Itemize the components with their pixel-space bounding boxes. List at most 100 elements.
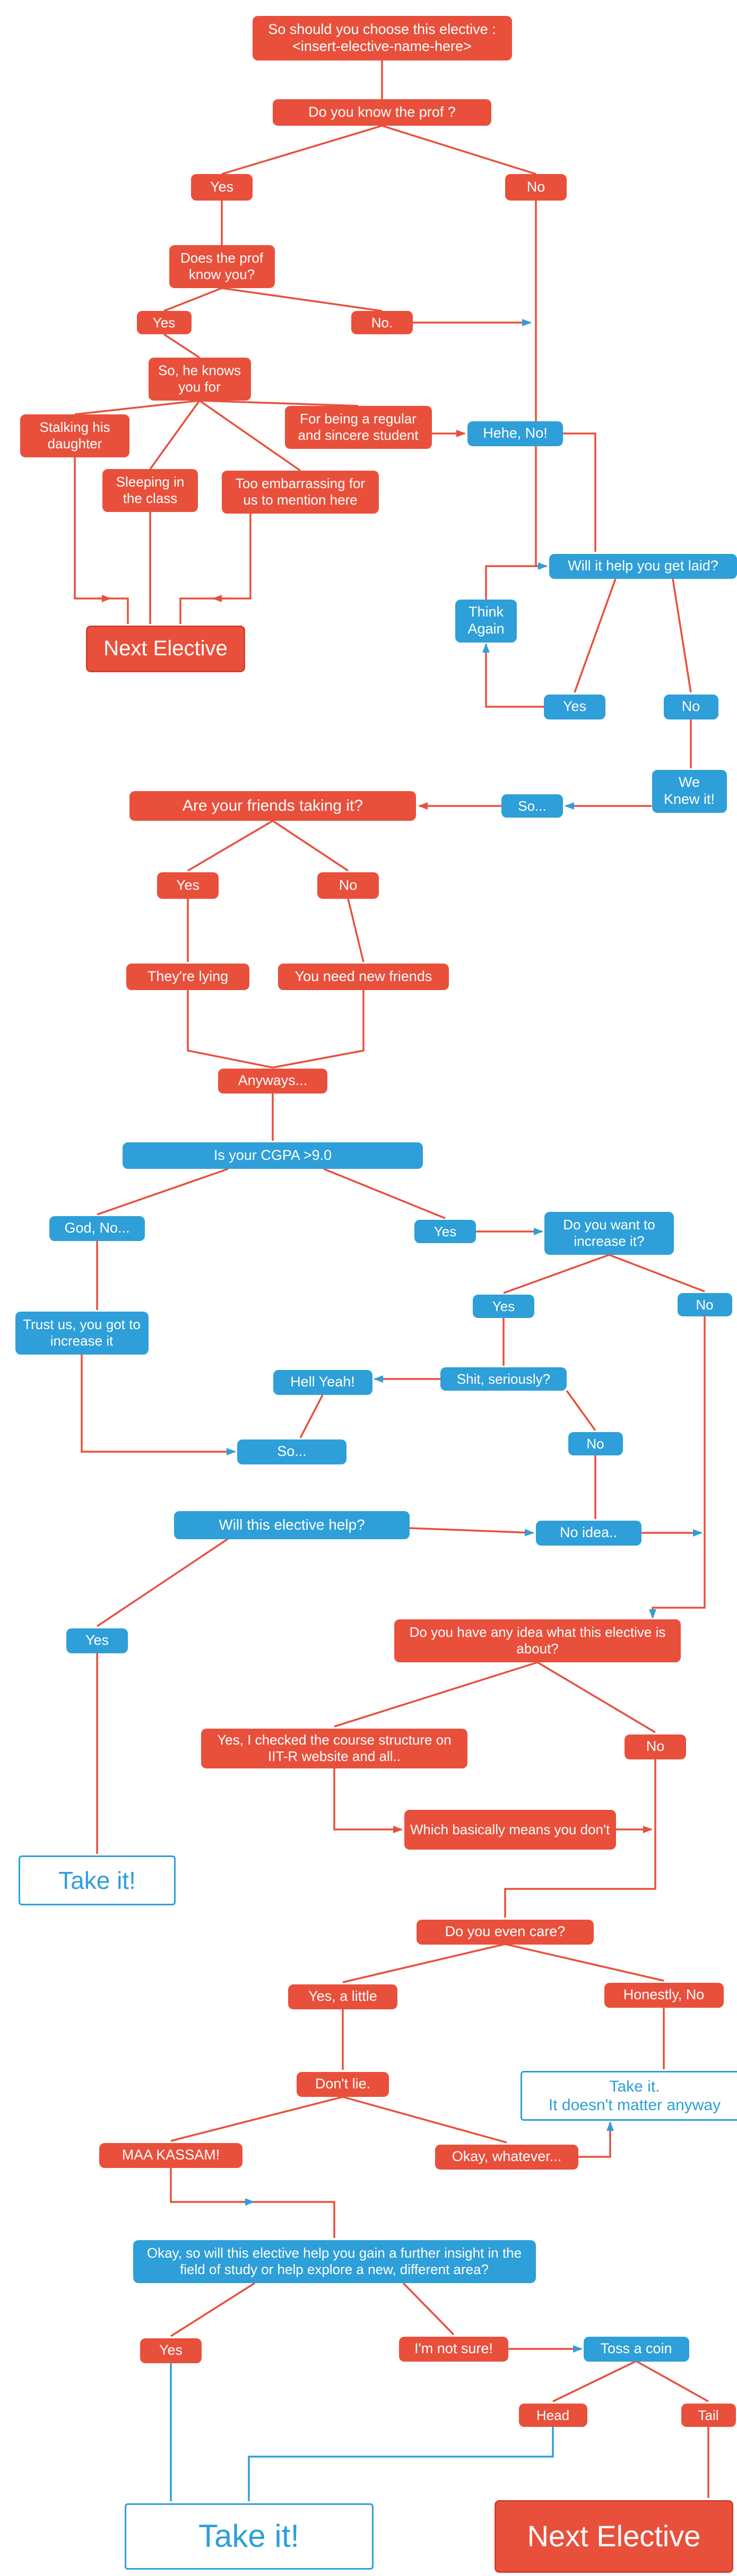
flow-edge (537, 1661, 656, 1733)
flow-edge (221, 125, 383, 175)
flow-edge (574, 578, 617, 693)
node-know-prof: Do you know the prof ? (273, 99, 491, 126)
flow-edge (552, 2360, 637, 2402)
flow-edge (272, 990, 365, 1069)
flow-edge (334, 1661, 538, 1728)
node-next-elective-1: Next Elective (86, 626, 245, 672)
node-yes-little: Yes, a little (288, 1984, 397, 2009)
flow-edge (563, 432, 596, 552)
node-yes-2: Yes (136, 311, 192, 334)
flow-edge (409, 1527, 534, 1537)
node-theyre-lying: They're lying (126, 964, 249, 990)
flow-edge (535, 201, 548, 570)
flow-edge (566, 1390, 596, 1432)
node-checked: Yes, I checked the course structure on I… (201, 1728, 467, 1768)
node-no-2: No. (351, 311, 413, 334)
flow-edge (149, 400, 201, 470)
flow-edge (187, 820, 273, 872)
flow-edge (347, 898, 365, 962)
node-dont-lie: Don't lie. (297, 2071, 389, 2097)
node-no-blue-2: No (677, 1293, 732, 1316)
flow-edge (199, 400, 301, 472)
flow-edge (299, 1394, 324, 1438)
node-no-1: No (505, 174, 567, 201)
node-embarrassing: Too embarrassing for us to mention here (222, 470, 379, 514)
node-yes-blue-2: Yes (414, 1220, 476, 1243)
flow-edge (333, 1768, 403, 1833)
node-yes-blue-3: Yes (473, 1295, 534, 1318)
flow-edge (74, 400, 200, 415)
node-okay-whatever: Okay, whatever... (435, 2144, 578, 2170)
flow-edge (81, 1355, 236, 1455)
flow-edge (323, 1168, 446, 1219)
flow-edge (97, 1168, 229, 1216)
node-next-elective-2: Next Elective (495, 2500, 733, 2573)
node-take-it-anyway: Take it. It doesn't matter anyway (520, 2071, 737, 2121)
node-increase-it: Do you want to increase it? (544, 1211, 674, 1255)
node-so-2: So... (237, 1439, 346, 1464)
node-no-blue-3: No (568, 1432, 623, 1455)
node-take-it-big: Take it! (124, 2503, 374, 2570)
flow-edge (163, 333, 200, 359)
flow-edge (97, 1538, 229, 1627)
flow-edge (636, 2360, 709, 2402)
flow-edge (179, 513, 252, 624)
flow-edge (504, 1759, 656, 1918)
node-not-sure: I'm not sure! (399, 2336, 508, 2362)
node-hehe-no: Hehe, No! (467, 421, 563, 446)
node-yes-blue-1: Yes (544, 694, 605, 719)
flow-edge (199, 400, 359, 407)
flow-edge (381, 125, 536, 175)
node-no-red-2: No (317, 872, 379, 899)
node-basically: Which basically means you don't (404, 1809, 616, 1850)
node-so-1: So... (501, 794, 563, 818)
node-yes-red-4: Yes (140, 2338, 202, 2363)
node-any-idea: Do you have any idea what this elective … (394, 1619, 681, 1662)
flow-edge (482, 643, 544, 708)
flow-edge (170, 2096, 343, 2142)
node-hell-yeah: Hell Yeah! (273, 1369, 372, 1395)
node-trust-us: Trust us, you got to increase it (15, 1311, 149, 1355)
node-big-question: Okay, so will this elective help you gai… (133, 2240, 536, 2283)
node-new-friends: You need new friends (278, 964, 449, 990)
node-yes-red-2: Yes (157, 872, 219, 899)
flow-edge (672, 578, 692, 693)
node-think-again: Think Again (455, 599, 517, 643)
flow-edge (609, 1254, 705, 1293)
node-maa-kassam: MAA KASSAM! (99, 2143, 242, 2168)
flow-edge (649, 1316, 706, 1619)
node-no-red-3: No (625, 1734, 686, 1759)
node-take-it-small: Take it! (19, 1855, 176, 1905)
node-regular: For being a regular and sincere student (284, 405, 432, 449)
flow-edge (342, 2096, 507, 2144)
node-toss-coin: Toss a coin (583, 2336, 689, 2362)
flow-edge (578, 2121, 614, 2158)
flow-edge (163, 287, 222, 312)
node-honestly-no: Honestly, No (604, 1982, 724, 2008)
node-head: Head (518, 2404, 587, 2427)
node-elective-help: Will this elective help? (174, 1511, 410, 1539)
node-no-idea: No idea.. (535, 1520, 641, 1546)
node-yes-blue-4: Yes (66, 1628, 128, 1653)
node-yes-1: Yes (191, 174, 253, 201)
node-even-care: Do you even care? (417, 1919, 594, 1945)
node-stalking: Stalking his daughter (20, 414, 129, 457)
flow-edge (248, 2427, 554, 2501)
node-god-no: God, No... (49, 1216, 145, 1241)
flow-edge (170, 2282, 255, 2337)
node-shit-seriously: Shit, seriously? (440, 1367, 567, 1391)
node-prof-know-you: Does the prof know you? (169, 245, 275, 288)
node-cgpa: Is your CGPA >9.0 (123, 1142, 423, 1169)
node-sleeping: Sleeping in the class (102, 469, 198, 512)
node-start: So should you choose this elective : <in… (252, 16, 512, 60)
flow-edge (221, 287, 383, 312)
node-get-laid: Will it help you get laid? (549, 553, 737, 579)
flow-edge (342, 1943, 506, 1983)
node-tail: Tail (681, 2404, 736, 2427)
flow-edge (505, 1943, 664, 1982)
flow-edge (503, 1254, 610, 1294)
node-friends-taking: Are your friends taking it? (129, 791, 416, 821)
flow-edge (170, 2168, 335, 2238)
